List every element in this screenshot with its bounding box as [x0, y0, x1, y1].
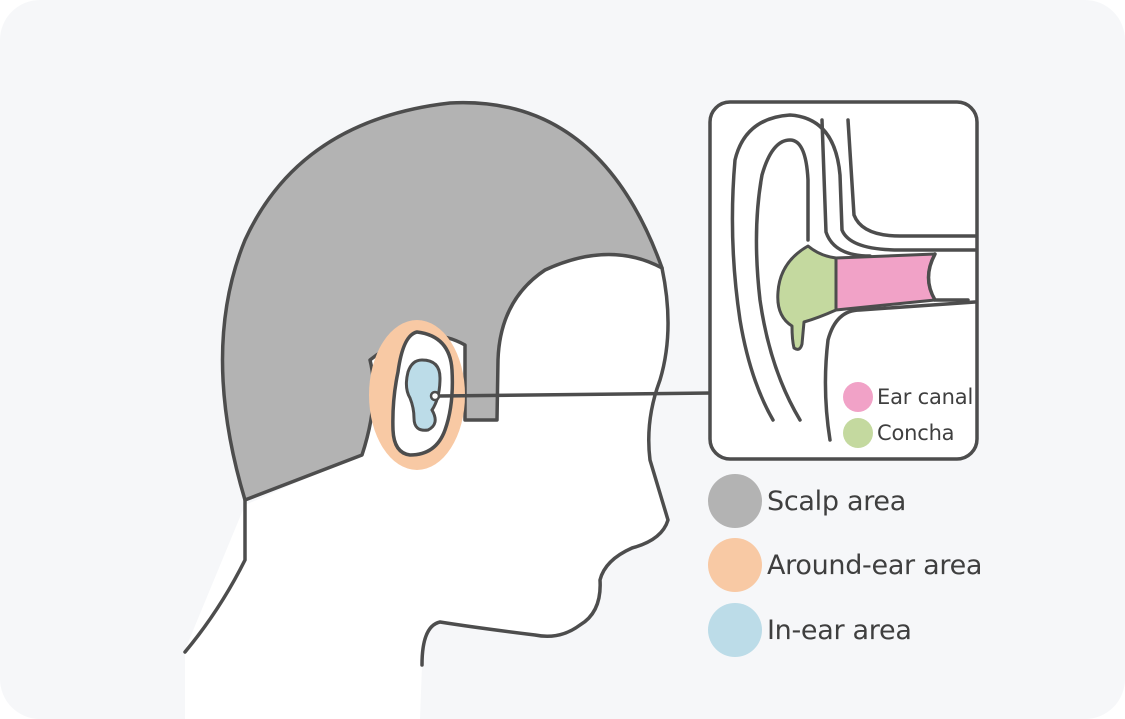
legend-label-concha: Concha [877, 421, 955, 445]
legend-label-ear-canal: Ear canal [877, 385, 974, 409]
legend-swatch-in-ear [708, 603, 762, 657]
legend-item-ear-canal: Ear canal [843, 382, 973, 412]
inset-lower-line [823, 300, 977, 442]
legend-swatch-concha [843, 418, 873, 448]
legend-item-concha: Concha [843, 418, 955, 448]
connector-line [438, 391, 713, 398]
legend-label-scalp: Scalp area [767, 485, 906, 517]
inset-helix-line [730, 113, 977, 422]
legend-label-around-ear: Around-ear area [767, 549, 983, 581]
legend-swatch-scalp [708, 474, 762, 528]
ear-pointer-dot [429, 390, 441, 402]
legend-item-in-ear: In-ear area [708, 603, 912, 657]
inset-upper-line [846, 118, 977, 238]
legend-swatch-around-ear [708, 538, 762, 592]
face-silhouette [185, 254, 669, 719]
neck-back-line [183, 498, 247, 654]
legend-item-around-ear: Around-ear area [708, 538, 982, 592]
in-ear-region [404, 358, 442, 432]
inset-antihelix-line [754, 138, 810, 422]
face-profile-line [420, 266, 670, 667]
legend-label-in-ear: In-ear area [767, 614, 912, 646]
legend-swatch-ear-canal [843, 382, 873, 412]
ear-canal-region [834, 252, 937, 312]
eardrum-line [926, 252, 970, 302]
legend-item-scalp: Scalp area [708, 474, 906, 528]
